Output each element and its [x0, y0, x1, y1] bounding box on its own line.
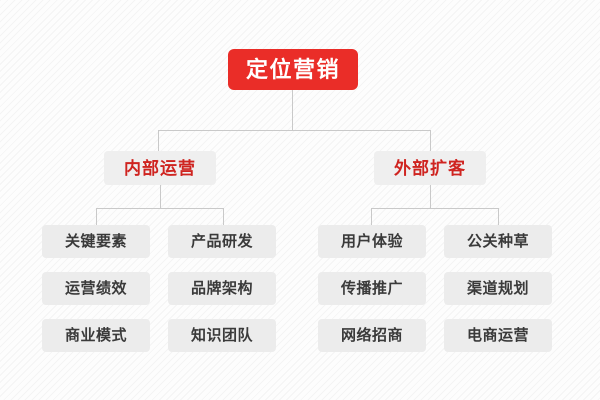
node-leaf-label: 传播推广 — [340, 280, 403, 297]
connector-left-branch-stem — [160, 185, 161, 209]
node-leaf-label: 电商运营 — [466, 327, 529, 344]
node-leaf[interactable]: 商业模式 — [42, 319, 150, 352]
node-leaf[interactable]: 电商运营 — [444, 319, 552, 352]
node-leaf[interactable]: 知识团队 — [168, 319, 276, 352]
connector-left-col1-drop — [96, 208, 97, 226]
node-leaf-label: 渠道规划 — [466, 280, 529, 297]
connector-right-branch-stem — [430, 185, 431, 209]
connector-root-bar — [158, 130, 431, 131]
connector-left-col2-drop — [223, 208, 224, 226]
node-leaf-label: 知识团队 — [190, 327, 253, 344]
node-branch-external-acquisition[interactable]: 外部扩客 — [374, 151, 486, 185]
connector-right-col2-drop — [498, 208, 499, 226]
node-leaf[interactable]: 公关种草 — [444, 225, 552, 258]
connector-right-branch-bar — [371, 208, 499, 209]
node-leaf-label: 品牌架构 — [190, 280, 253, 297]
connector-root-stem — [292, 90, 293, 131]
node-leaf[interactable]: 产品研发 — [168, 225, 276, 258]
node-leaf-label: 公关种草 — [466, 233, 529, 250]
node-leaf[interactable]: 传播推广 — [318, 272, 426, 305]
node-branch-label: 内部运营 — [124, 158, 196, 178]
node-root-label: 定位营销 — [245, 56, 340, 82]
node-leaf[interactable]: 品牌架构 — [168, 272, 276, 305]
node-leaf[interactable]: 网络招商 — [318, 319, 426, 352]
node-leaf[interactable]: 运营绩效 — [42, 272, 150, 305]
node-leaf[interactable]: 用户体验 — [318, 225, 426, 258]
node-leaf-label: 产品研发 — [190, 233, 253, 250]
node-branch-label: 外部扩客 — [394, 158, 466, 178]
node-leaf-label: 运营绩效 — [64, 280, 127, 297]
connector-left-branch-bar — [96, 208, 224, 209]
node-branch-internal-operations[interactable]: 内部运营 — [104, 151, 216, 185]
node-leaf[interactable]: 渠道规划 — [444, 272, 552, 305]
node-root[interactable]: 定位营销 — [228, 49, 358, 90]
connector-branch-right-drop — [430, 130, 431, 152]
connector-right-col1-drop — [371, 208, 372, 226]
node-leaf[interactable]: 关键要素 — [42, 225, 150, 258]
connector-branch-left-drop — [158, 130, 159, 152]
node-leaf-label: 关键要素 — [64, 233, 127, 250]
node-leaf-label: 网络招商 — [340, 327, 403, 344]
node-leaf-label: 用户体验 — [340, 233, 403, 250]
node-leaf-label: 商业模式 — [64, 327, 127, 344]
